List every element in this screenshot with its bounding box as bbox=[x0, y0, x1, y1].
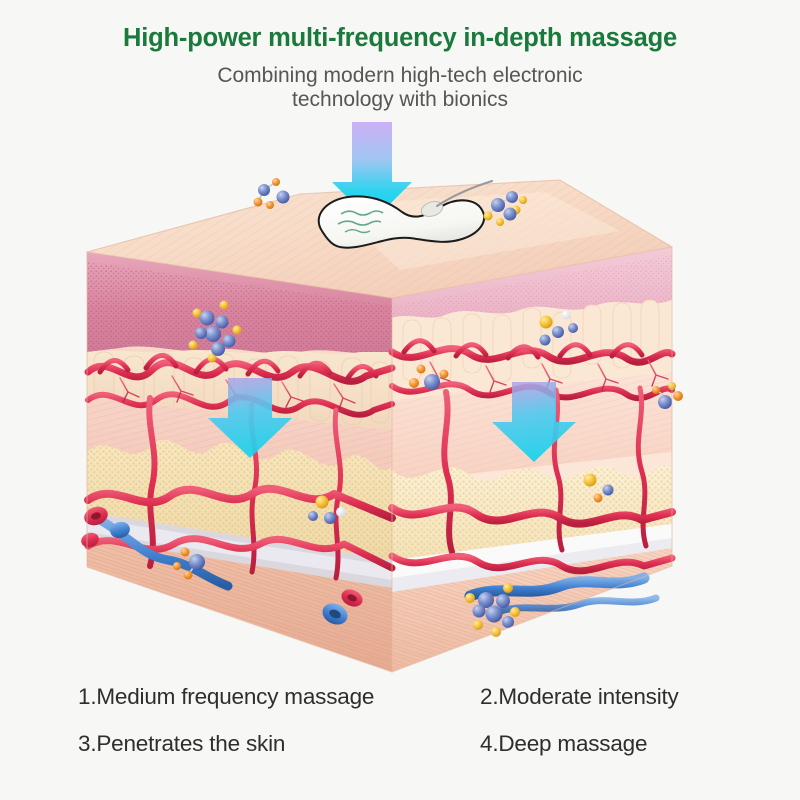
molecule-cluster bbox=[409, 364, 449, 390]
feature-row-1: 1.Medium frequency massage 2.Moderate in… bbox=[0, 684, 800, 709]
header: High-power multi-frequency in-depth mass… bbox=[0, 0, 800, 112]
feature-item-4: 4.Deep massage bbox=[480, 730, 648, 756]
molecule-clusters bbox=[173, 178, 683, 637]
electrode-pad-label bbox=[337, 210, 384, 234]
vessel-cut-ends bbox=[81, 506, 363, 625]
feature-item-1: 1.Medium frequency massage bbox=[78, 684, 375, 709]
molecule-cluster bbox=[539, 310, 578, 346]
skin-block-edges bbox=[86, 246, 673, 673]
arrow-dermis-right bbox=[492, 382, 576, 462]
page-subtitle-line-2: technology with bionics bbox=[292, 87, 508, 111]
molecule-cluster bbox=[483, 191, 527, 226]
molecule-cluster bbox=[173, 547, 205, 580]
page-title: High-power multi-frequency in-depth mass… bbox=[123, 24, 677, 52]
molecule-cluster bbox=[253, 178, 290, 209]
molecule-cluster bbox=[652, 382, 683, 409]
feature-item-3: 3.Penetrates the skin bbox=[78, 730, 286, 756]
feature-list: 1.Medium frequency massage 2.Moderate in… bbox=[0, 684, 800, 756]
page-subtitle-line-1: Combining modern high-tech electronic bbox=[217, 63, 583, 87]
page-subtitle: Combining modern high-tech electronic te… bbox=[0, 64, 800, 113]
molecule-cluster bbox=[188, 300, 242, 363]
molecule-cluster bbox=[583, 473, 614, 503]
feature-row-2: 3.Penetrates the skin 4.Deep massage bbox=[0, 730, 800, 756]
arrow-dermis-left bbox=[208, 378, 292, 458]
electrode-pad[interactable] bbox=[317, 179, 494, 249]
skin-left-face bbox=[87, 252, 392, 672]
feature-item-2: 2.Moderate intensity bbox=[480, 684, 679, 709]
molecule-cluster bbox=[308, 495, 346, 524]
molecule-cluster bbox=[465, 583, 520, 637]
